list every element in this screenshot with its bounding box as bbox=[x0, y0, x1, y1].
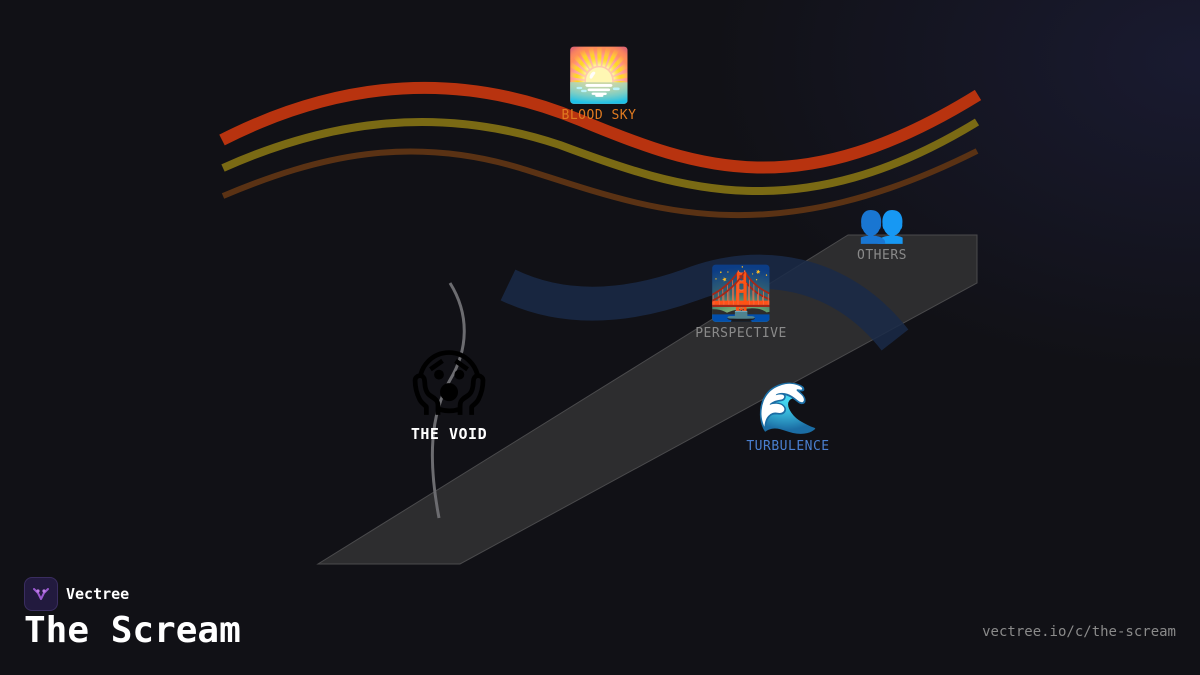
brand-name: Vectree bbox=[66, 585, 130, 603]
node-label-blood-sky: BLOOD SKY bbox=[561, 108, 637, 123]
sky-band-brown bbox=[221, 148, 979, 219]
wave-icon: 🌊 bbox=[756, 379, 820, 437]
people-icon: 👥 bbox=[858, 201, 906, 245]
page-url[interactable]: vectree.io/c/the-scream bbox=[982, 624, 1176, 640]
node-blood-sky[interactable]: 🌅 BLOOD SKY bbox=[562, 50, 637, 123]
sunrise-icon: 🌅 bbox=[566, 46, 632, 106]
sky-band-olive bbox=[221, 118, 980, 195]
sky-band-red bbox=[219, 82, 982, 174]
node-the-void[interactable]: 😱 THE VOID bbox=[411, 347, 487, 443]
figure-line bbox=[430, 282, 466, 519]
page-title: The Scream bbox=[24, 610, 241, 651]
bridge-icon: 🌉 bbox=[708, 264, 774, 324]
brand[interactable]: Vectree bbox=[24, 577, 129, 611]
node-label-others: OTHERS bbox=[857, 248, 907, 263]
node-perspective[interactable]: 🌉 PERSPECTIVE bbox=[695, 268, 787, 341]
node-others[interactable]: 👥 OTHERS bbox=[857, 204, 907, 263]
node-label-the-void: THE VOID bbox=[410, 425, 488, 443]
node-label-perspective: PERSPECTIVE bbox=[695, 326, 787, 341]
node-label-turbulence: TURBULENCE bbox=[746, 439, 830, 454]
water-swirl bbox=[500, 254, 909, 351]
vectree-logo-icon bbox=[24, 577, 58, 611]
node-turbulence[interactable]: 🌊 TURBULENCE bbox=[746, 383, 829, 454]
bridge-shape bbox=[316, 234, 978, 565]
screaming-face-icon: 😱 bbox=[411, 341, 487, 425]
